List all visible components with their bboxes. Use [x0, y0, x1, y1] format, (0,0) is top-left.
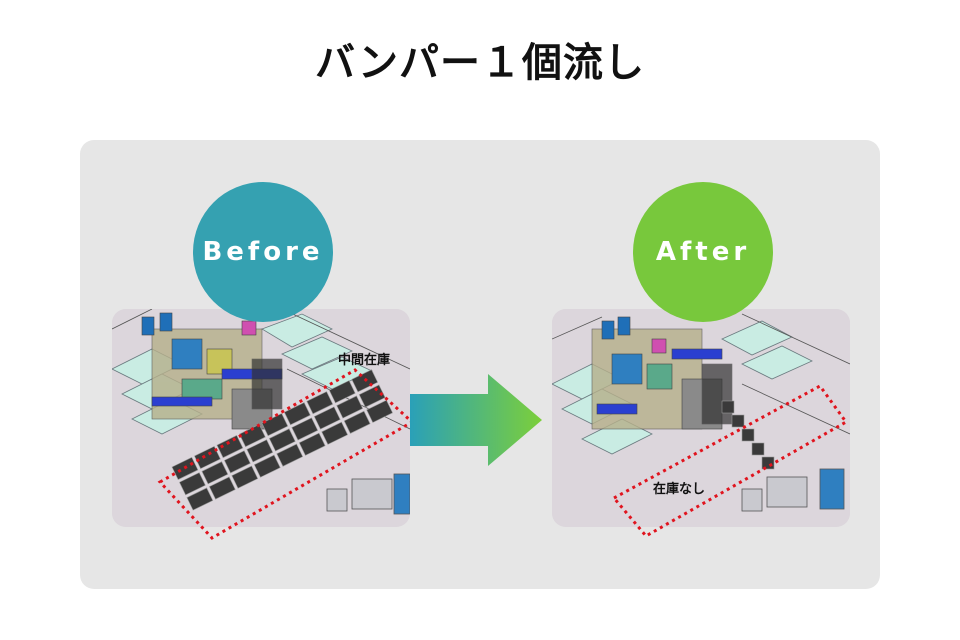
transition-arrow	[410, 374, 542, 466]
after-annotation: 在庫なし	[653, 482, 706, 497]
after-factory-image	[552, 309, 850, 527]
before-annotation: 中間在庫	[338, 353, 391, 368]
after-no-inventory-highlight	[611, 384, 849, 538]
page-title: バンパー１個流し	[315, 40, 645, 86]
before-label: Before	[202, 237, 324, 267]
before-badge: Before	[193, 182, 333, 322]
before-factory-illustration	[112, 309, 410, 527]
after-factory-illustration	[552, 309, 850, 527]
after-badge: After	[633, 182, 773, 322]
before-inventory-highlight	[157, 368, 415, 540]
before-factory-image	[112, 309, 410, 527]
after-label: After	[655, 237, 751, 267]
